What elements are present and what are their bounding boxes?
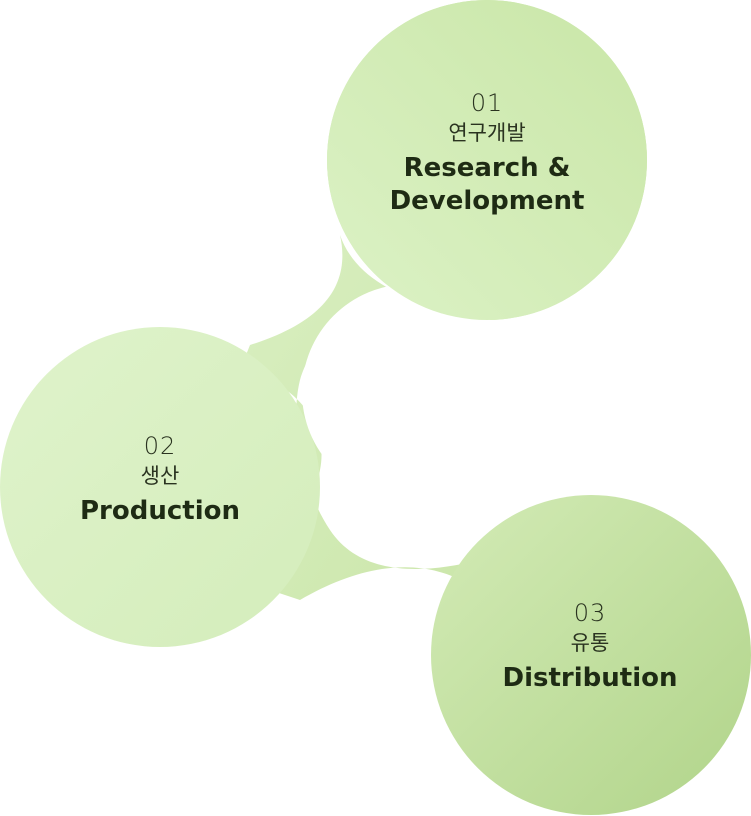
- step-research-development: 01 연구개발 Research & Development: [367, 88, 607, 218]
- step-english-label-line2: Development: [389, 186, 585, 216]
- center-gap: [302, 284, 518, 500]
- step-korean-label: 생산: [140, 464, 180, 488]
- step-korean-label: 유통: [570, 631, 610, 655]
- circle-production: [0, 327, 320, 647]
- step-production: 02 생산 Production: [40, 431, 280, 528]
- step-number: 02: [143, 432, 177, 460]
- step-number: 01: [470, 89, 504, 117]
- step-english-label: Research &: [403, 153, 571, 183]
- step-english-label: Distribution: [502, 663, 678, 693]
- circle-research-development-overlay: [327, 0, 647, 320]
- circle-distribution: [431, 495, 751, 815]
- step-korean-label: 연구개발: [448, 121, 526, 145]
- step-english-label: Production: [80, 496, 240, 526]
- step-distribution: 03 유통 Distribution: [470, 598, 710, 695]
- connector-shape: [240, 235, 480, 600]
- step-number: 03: [573, 599, 607, 627]
